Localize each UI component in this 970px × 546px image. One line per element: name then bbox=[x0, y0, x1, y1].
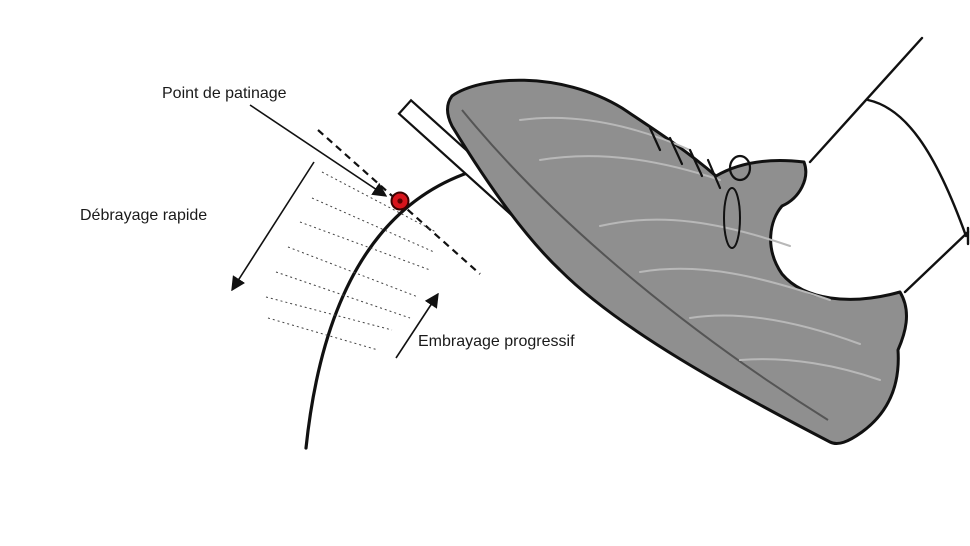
guide-line bbox=[267, 317, 379, 351]
point-de-patinage-label: Point de patinage bbox=[162, 85, 287, 102]
guide-line bbox=[321, 171, 437, 233]
debrayage-rapide-label: Débrayage rapide bbox=[80, 207, 208, 224]
slip-point-leader-arrow bbox=[249, 104, 388, 197]
guide-line bbox=[275, 271, 411, 319]
shoe-icon bbox=[446, 78, 908, 446]
slip-point-marker-core bbox=[397, 198, 403, 204]
travel-guide-lines bbox=[265, 171, 437, 351]
shoe-lace-loop bbox=[723, 187, 741, 249]
pedal-travel-arc bbox=[304, 170, 472, 450]
shoe-sole-line bbox=[461, 109, 829, 421]
shoe-laces bbox=[648, 126, 722, 190]
guide-line bbox=[265, 296, 393, 331]
fast-release-arrow bbox=[231, 161, 315, 292]
shoe-lace-loop bbox=[728, 154, 752, 182]
progressive-engagement-arrow bbox=[395, 292, 439, 359]
leg-icon bbox=[808, 36, 970, 294]
guide-line bbox=[311, 197, 435, 253]
guide-line bbox=[299, 221, 431, 271]
shoe-highlights bbox=[519, 116, 881, 381]
embrayage-progressif-label: Embrayage progressif bbox=[418, 333, 575, 350]
guide-line bbox=[287, 246, 419, 298]
